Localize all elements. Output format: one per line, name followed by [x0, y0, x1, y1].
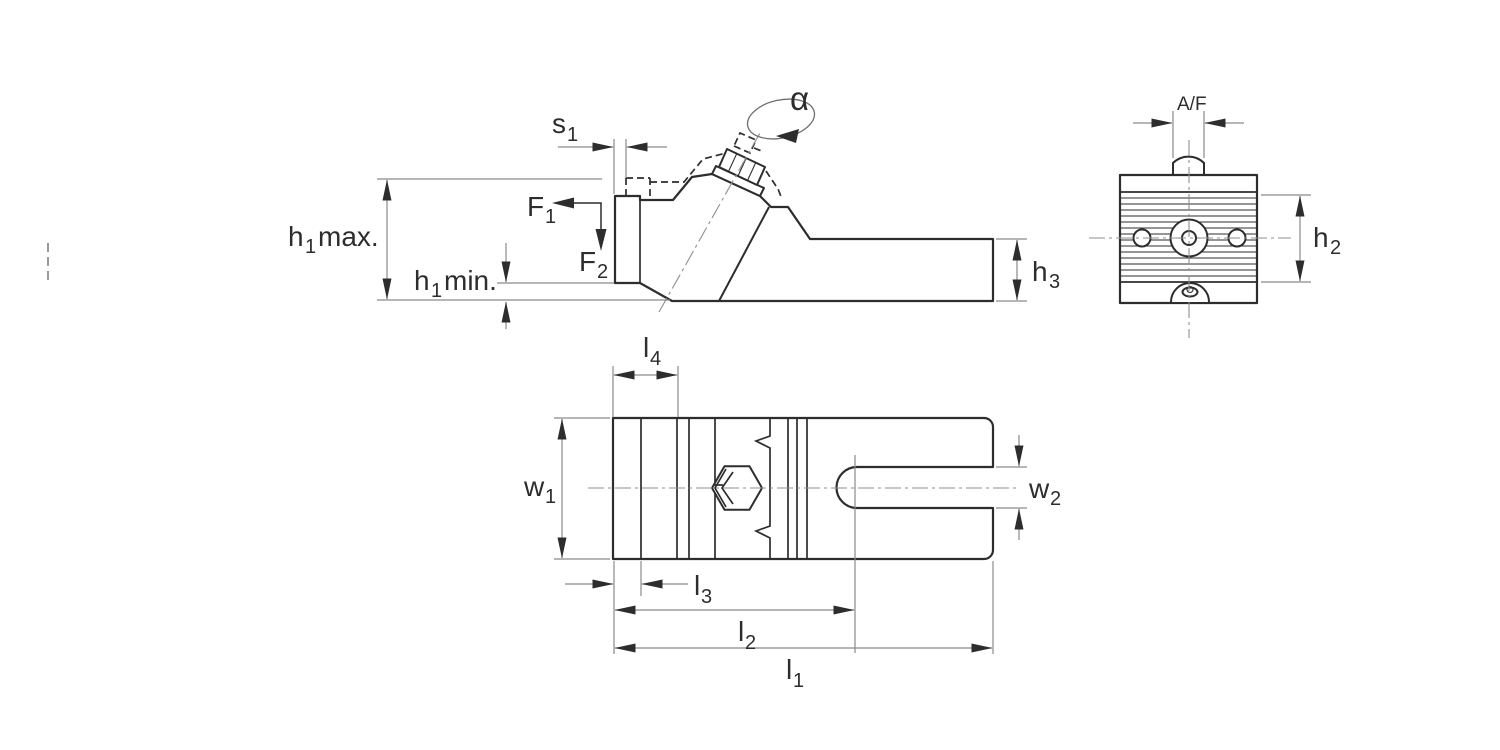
raised-position-hidden-outline [625, 152, 783, 201]
label-l2-sub: 2 [745, 632, 756, 654]
label-h1-min-suffix: min. [444, 265, 497, 296]
screw-axis-centerline [658, 132, 761, 313]
break-line [753, 418, 771, 559]
label-w1-base: w [523, 471, 545, 502]
end-view: A/F h 2 [1089, 94, 1341, 338]
label-alpha: α [790, 80, 809, 117]
side-view: h 1 max. h 1 min. s 1 F 1 F 2 α h 3 [288, 80, 1060, 329]
label-f1-sub: 1 [545, 206, 556, 228]
label-f1-base: F [527, 191, 544, 222]
beak-front-edge [718, 206, 770, 302]
label-h1-max-base: h [288, 221, 304, 252]
label-s1-base: s [552, 108, 566, 139]
label-l3-base: l [694, 570, 700, 601]
label-h2-base: h [1313, 222, 1329, 253]
plan-view: l 4 w 1 w 2 l 3 l 2 l 1 [523, 332, 1061, 692]
plan-extension-lines [554, 366, 1027, 654]
hex-socket-facets [714, 468, 734, 508]
label-w2-sub: 2 [1050, 488, 1061, 510]
label-h1-max-suffix: max. [318, 221, 379, 252]
label-l4-base: l [643, 332, 649, 363]
label-w1-sub: 1 [545, 486, 556, 508]
bolt-head [1172, 155, 1205, 176]
pressure-piece-plate [711, 165, 765, 197]
label-s1-sub: 1 [567, 124, 578, 146]
label-h1-min-base: h [414, 265, 430, 296]
screw-hidden-detail [753, 147, 765, 153]
label-f2-sub: 2 [597, 261, 608, 283]
label-af: A/F [1177, 94, 1207, 115]
plan-body-outline [611, 416, 995, 561]
screw-hidden-outline [732, 131, 758, 155]
screw-tip-dot [1186, 285, 1194, 294]
side-extension-lines [377, 139, 1027, 302]
label-l3-sub: 3 [701, 586, 712, 608]
label-f2-base: F [579, 246, 596, 277]
label-h3-base: h [1032, 256, 1048, 287]
force-arrows [552, 197, 607, 251]
label-h3-sub: 3 [1049, 271, 1060, 293]
label-l4-sub: 4 [650, 348, 661, 370]
label-l1-sub: 1 [793, 670, 804, 692]
end-extension-lines [1172, 111, 1311, 283]
label-l1-base: l [786, 654, 792, 685]
side-body-outline [613, 172, 995, 303]
pressure-piece-serrations [728, 153, 757, 181]
rotation-arrowhead-icon [776, 129, 799, 143]
label-l2-base: l [738, 616, 744, 647]
label-w2-base: w [1028, 473, 1050, 504]
label-h1-max-sub: 1 [305, 236, 316, 258]
label-h1-min-sub: 1 [431, 280, 442, 302]
label-h2-sub: 2 [1330, 237, 1341, 259]
